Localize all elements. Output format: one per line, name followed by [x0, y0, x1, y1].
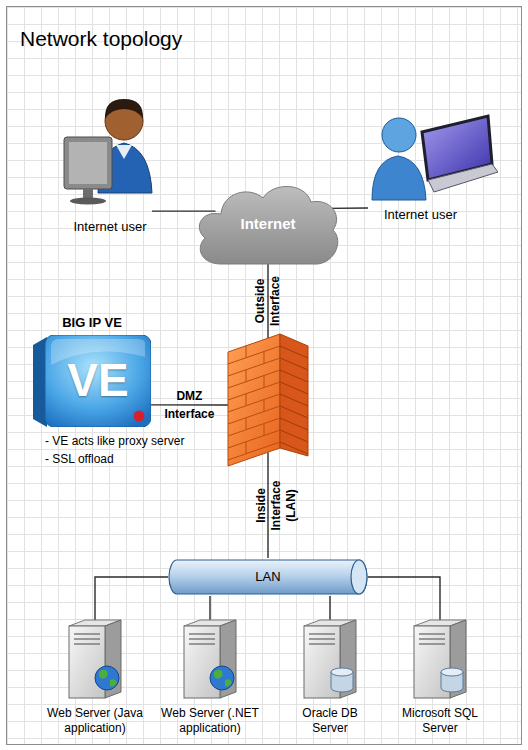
server-label: Web Server (.NET application)	[160, 706, 260, 736]
appliance-front	[45, 335, 151, 427]
brick-joints	[246, 346, 264, 454]
globe-land	[99, 670, 117, 687]
server-label: Web Server (Java application)	[45, 706, 145, 736]
user-label: Internet user	[60, 219, 160, 235]
vendor-logo	[134, 411, 145, 422]
user-label: Internet user	[368, 207, 473, 223]
firewall-front	[228, 334, 280, 466]
server-label: Microsoft SQL Server	[395, 706, 485, 736]
drive-slots	[74, 634, 100, 644]
db-server-icon	[410, 618, 470, 700]
laptop-base	[428, 164, 498, 192]
user-body	[372, 156, 426, 200]
laptop-user-icon	[368, 110, 498, 205]
connector-line	[267, 452, 268, 558]
db-cylinder-top	[331, 668, 353, 676]
connector-line	[209, 596, 210, 622]
web-server-icon	[65, 618, 125, 700]
pipe-cap	[351, 560, 367, 594]
db-cylinder-top	[441, 668, 463, 676]
interface-label: Inside Interface (LAN)	[254, 474, 299, 536]
monitor-panel	[69, 142, 107, 184]
lan-bus-node: LAN	[168, 558, 368, 596]
cloud-node: Internet	[193, 178, 343, 270]
db-server-icon	[300, 618, 360, 700]
desktop-user-icon	[60, 85, 160, 205]
interface-label: DMZ Interface	[158, 387, 220, 423]
globe-land	[214, 670, 232, 687]
connector-line	[368, 577, 440, 622]
server-node: Web Server (Java application)	[40, 618, 150, 748]
pipe-body	[169, 560, 367, 594]
user-node: Internet user	[60, 85, 160, 237]
drive-slots	[419, 634, 445, 644]
note-line: - VE acts like proxy server	[45, 434, 208, 449]
monitor-base	[70, 198, 106, 205]
brick-side-courses	[280, 346, 308, 454]
cloud-label: Internet	[193, 215, 343, 234]
web-server-icon	[180, 618, 240, 700]
connector-line	[328, 207, 368, 209]
connector-line	[151, 404, 228, 406]
drive-slots	[189, 634, 215, 644]
firewall-icon	[224, 330, 312, 470]
user-collar	[116, 145, 132, 159]
bus-label: LAN	[168, 569, 368, 585]
firewall-side	[280, 334, 308, 456]
server-label: Oracle DB Server	[300, 706, 360, 736]
user-head	[382, 118, 416, 152]
brick-courses	[228, 346, 280, 460]
drive-slots	[309, 634, 335, 644]
firewall-node	[224, 330, 312, 470]
server-node: Web Server (.NET application)	[155, 618, 265, 748]
connector-line	[152, 210, 216, 211]
connector-line	[95, 577, 168, 622]
globe	[210, 666, 234, 690]
server-node: Oracle DB Server	[275, 618, 385, 748]
icon-lettering: VE	[45, 354, 151, 407]
user-node: Internet user	[368, 110, 498, 228]
connector-line	[329, 596, 330, 622]
note-line: - SSL offload	[45, 452, 208, 467]
product-heading: BIG IP VE	[28, 315, 156, 331]
interface-label: Outside Interface	[253, 270, 283, 332]
user-hair	[105, 99, 143, 119]
monitor-case	[64, 137, 112, 189]
server-node: Microsoft SQL Server	[385, 618, 495, 748]
globe	[95, 666, 119, 690]
diagram-title: Network topology	[20, 27, 182, 51]
